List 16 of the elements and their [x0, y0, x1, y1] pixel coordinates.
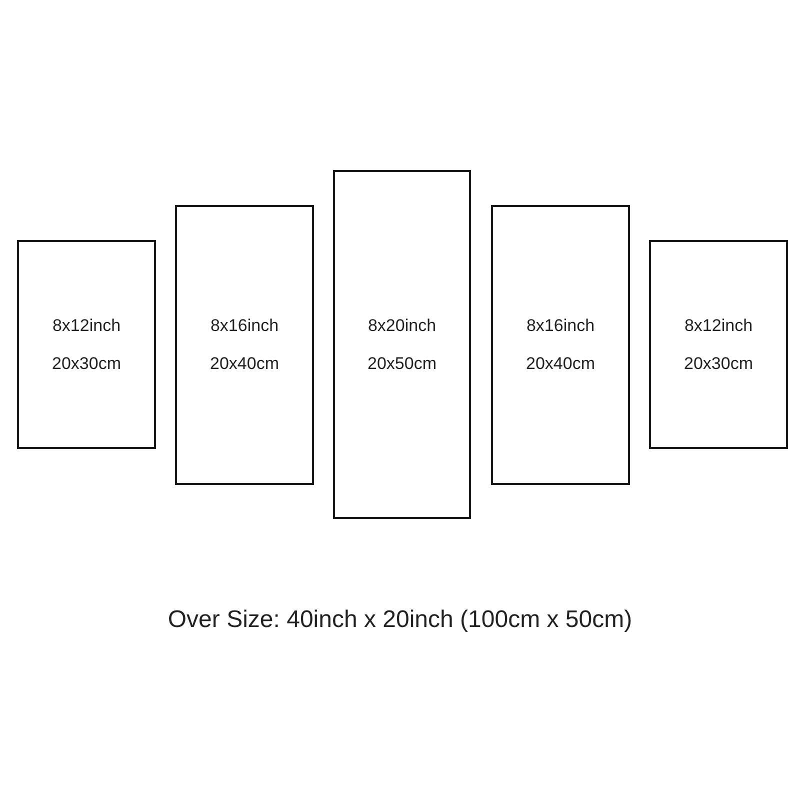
size-label: 8x12inch: [684, 316, 753, 336]
canvas-panel: [491, 205, 630, 485]
size-label: 20x40cm: [210, 354, 279, 374]
canvas-panel: [649, 240, 788, 449]
canvas-panel: [17, 240, 156, 449]
size-label: 20x40cm: [526, 354, 595, 374]
size-label: 20x30cm: [52, 354, 121, 374]
size-label: 20x30cm: [684, 354, 753, 374]
overall-size-note: Over Size: 40inch x 20inch (100cm x 50cm): [168, 606, 632, 633]
canvas-panel: [333, 170, 471, 519]
canvas-panel: [175, 205, 314, 485]
size-label: 8x20inch: [368, 316, 436, 336]
size-label: 20x50cm: [368, 354, 436, 374]
size-label: 8x16inch: [210, 316, 279, 336]
size-label: 8x16inch: [526, 316, 595, 336]
size-label: 8x12inch: [52, 316, 121, 336]
